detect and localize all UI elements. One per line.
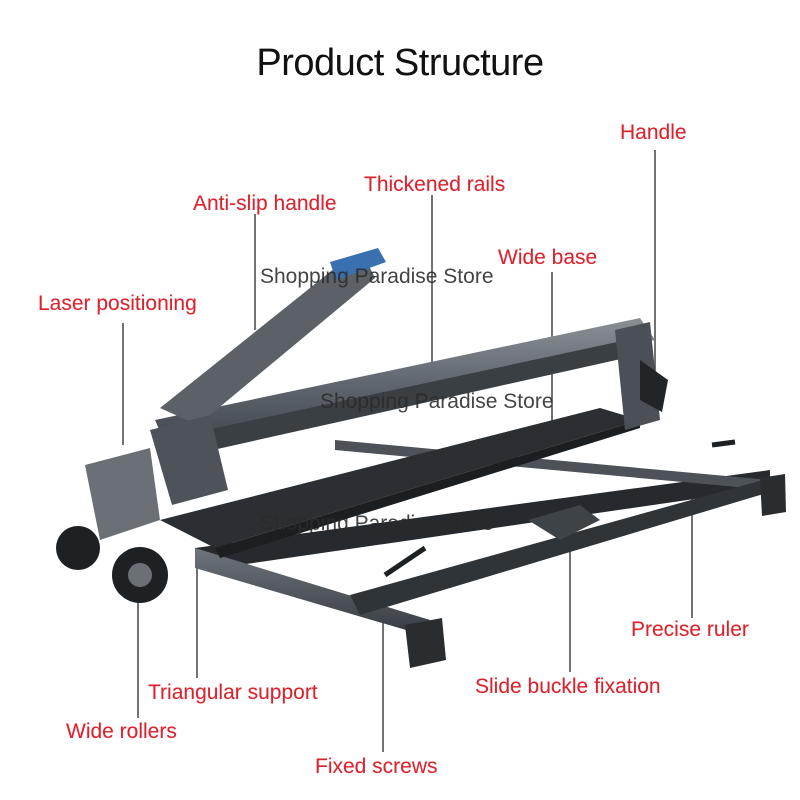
front-foot bbox=[405, 618, 446, 668]
cutter-head bbox=[150, 415, 228, 505]
rear-screw-knob bbox=[711, 439, 736, 448]
slide-buckle bbox=[528, 505, 600, 540]
platform-edge bbox=[215, 420, 640, 558]
cutting-platform bbox=[160, 408, 640, 548]
fixed-screw-knob bbox=[383, 545, 427, 578]
roller-hub bbox=[128, 563, 152, 587]
page-title: Product Structure bbox=[256, 42, 544, 84]
watermark: Shopping Paradise Store bbox=[260, 265, 494, 288]
label-wide-rollers: Wide rollers bbox=[66, 720, 177, 743]
label-wide-base: Wide base bbox=[498, 246, 598, 269]
label-laser-positioning: Laser positioning bbox=[38, 292, 197, 315]
label-fixed-screws: Fixed screws bbox=[315, 755, 438, 778]
main-rail-lower bbox=[160, 335, 652, 460]
ruler-bar bbox=[350, 478, 770, 615]
label-handle: Handle bbox=[620, 121, 687, 144]
watermark: Shopping Paradise Store bbox=[320, 390, 554, 413]
end-handle-block bbox=[640, 360, 668, 412]
rear-foot bbox=[760, 474, 786, 516]
roller-back bbox=[56, 526, 100, 570]
side-bar-left bbox=[195, 548, 440, 640]
lever-arm bbox=[160, 258, 375, 425]
anti-slip-grip bbox=[330, 248, 386, 280]
watermark: Shopping Paradise Store bbox=[260, 512, 494, 535]
label-precise-ruler: Precise ruler bbox=[631, 618, 749, 641]
laser-housing bbox=[85, 448, 160, 540]
label-thickened-rails: Thickened rails bbox=[364, 173, 506, 196]
label-anti-slip-handle: Anti-slip handle bbox=[193, 192, 337, 215]
label-slide-buckle-fixation: Slide buckle fixation bbox=[475, 675, 661, 698]
front-base-bar bbox=[195, 470, 770, 570]
label-triangular-support: Triangular support bbox=[148, 681, 318, 704]
